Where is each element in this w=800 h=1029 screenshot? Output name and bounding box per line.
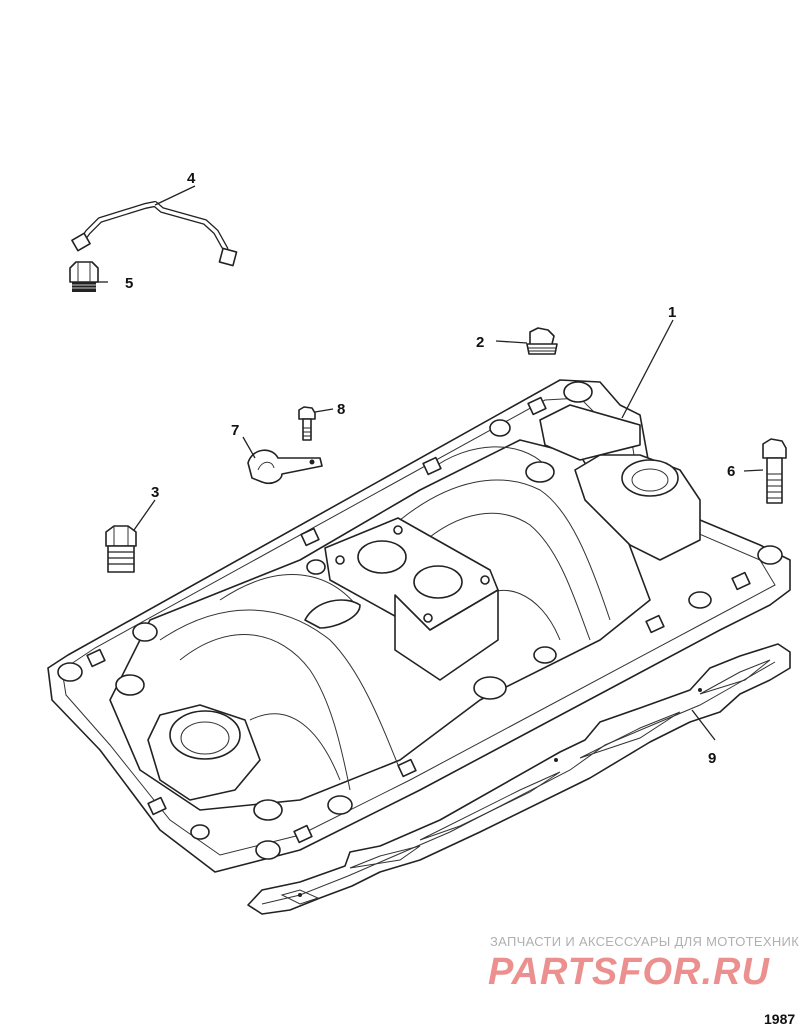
callout-4: 4: [187, 170, 196, 187]
part-9-gasket: [247, 643, 791, 915]
part-2-plug: [526, 327, 558, 355]
part-8-bolt: [298, 406, 316, 441]
part-1-intake-manifold: [47, 379, 791, 873]
watermark-caption: ЗАПЧАСТИ И АКСЕССУАРЫ ДЛЯ МОТОТЕХНИКИ: [490, 934, 800, 949]
callout-9: 9: [708, 750, 716, 767]
callout-7: 7: [231, 422, 239, 439]
part-6-bolt: [762, 438, 787, 504]
callout-5: 5: [125, 275, 133, 292]
callout-labels: 1 2 3 4 5 6 7 8 9: [125, 170, 735, 767]
part-5-fitting: [69, 261, 99, 292]
callout-6: 6: [727, 463, 735, 480]
part-3-plug: [105, 525, 137, 573]
watermark: ЗАПЧАСТИ И АКСЕССУАРЫ ДЛЯ МОТОТЕХНИКИ PA…: [488, 934, 800, 993]
part-4-tube: [71, 201, 238, 267]
callout-8: 8: [337, 401, 345, 418]
callout-2: 2: [476, 334, 484, 351]
callout-3: 3: [151, 484, 159, 501]
figure-number: 1987: [764, 1011, 795, 1027]
callout-1: 1: [668, 304, 676, 321]
part-7-clamp: [247, 449, 323, 485]
leader-lines: [96, 185, 764, 741]
watermark-logo: PARTSFOR.RU: [488, 951, 770, 993]
